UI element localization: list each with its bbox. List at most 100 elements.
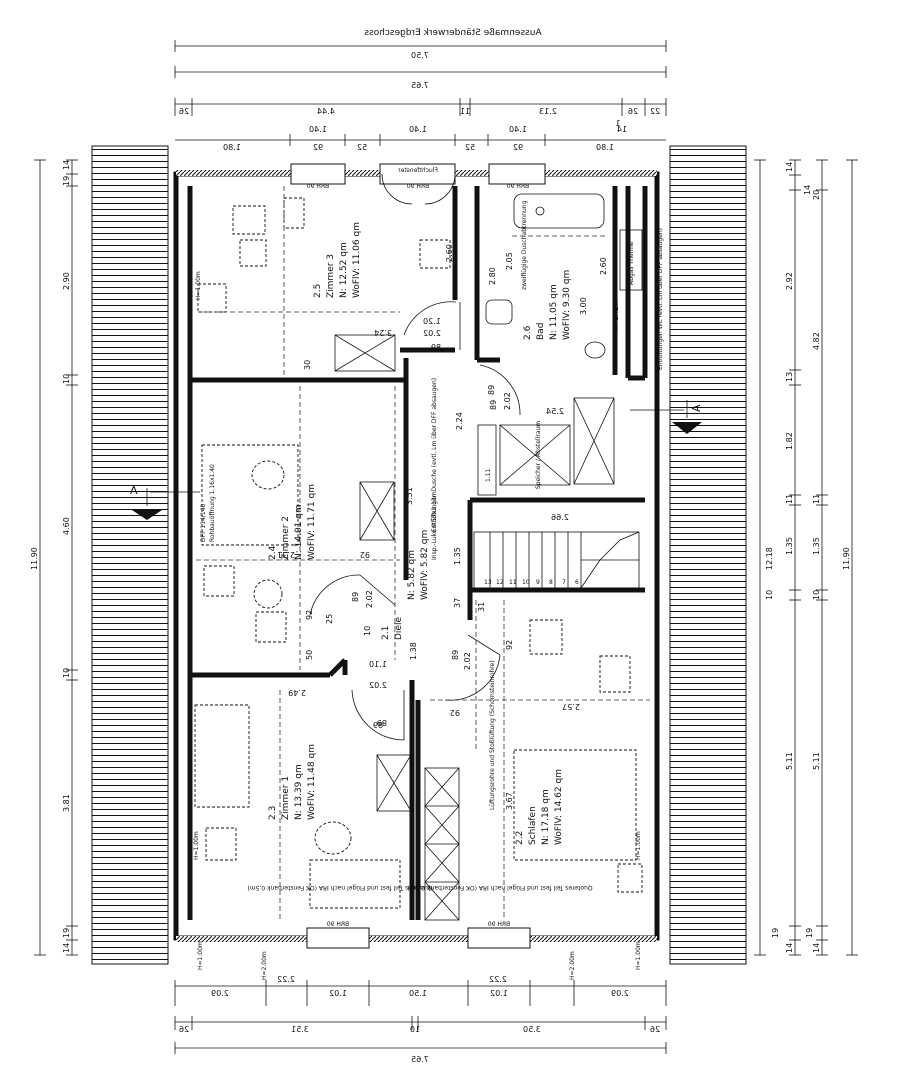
svg-text:14: 14 bbox=[617, 125, 627, 134]
svg-text:N: 5.82 qm: N: 5.82 qm bbox=[407, 550, 417, 600]
svg-text:26: 26 bbox=[628, 107, 638, 116]
svg-text:Bad: Bad bbox=[536, 323, 546, 340]
svg-text:2.02: 2.02 bbox=[369, 681, 387, 690]
svg-text:1.80: 1.80 bbox=[223, 143, 241, 152]
right-dims: 12.18 14 14 2.92 13 1.82 11 1.35 10 5.11… bbox=[754, 159, 858, 956]
svg-text:89: 89 bbox=[373, 721, 383, 730]
svg-text:2.57: 2.57 bbox=[562, 702, 580, 711]
svg-text:14: 14 bbox=[785, 162, 794, 172]
roof-window-bad bbox=[573, 397, 615, 485]
svg-text:92: 92 bbox=[305, 610, 314, 620]
svg-text:92: 92 bbox=[360, 550, 370, 559]
svg-text:13: 13 bbox=[484, 579, 492, 586]
svg-text:5.11: 5.11 bbox=[812, 752, 821, 770]
roof-window-schlafen bbox=[424, 767, 460, 921]
roof-right bbox=[669, 145, 747, 965]
svg-text:10: 10 bbox=[363, 626, 372, 636]
svg-text:1.02: 1.02 bbox=[490, 989, 508, 998]
svg-text:A: A bbox=[690, 404, 703, 412]
svg-text:2.4: 2.4 bbox=[268, 545, 278, 560]
room-diele: 2.1 Diele N: 5.82 qm WoFlV: 5.82 qm 1.10… bbox=[369, 491, 486, 730]
svg-text:89: 89 bbox=[489, 400, 498, 410]
svg-text:9: 9 bbox=[536, 579, 540, 586]
svg-text:Lüftungsrohre und Stoßlüftung: Lüftungsrohre und Stoßlüftung (Schornste… bbox=[489, 660, 496, 810]
svg-text:DFF 114/140: DFF 114/140 bbox=[200, 503, 207, 542]
svg-text:92: 92 bbox=[505, 640, 514, 650]
svg-text:1.82: 1.82 bbox=[785, 432, 794, 450]
svg-text:7: 7 bbox=[562, 579, 566, 586]
svg-text:2.60: 2.60 bbox=[445, 244, 454, 262]
svg-text:1.38: 1.38 bbox=[409, 642, 418, 660]
roof-left bbox=[91, 145, 169, 965]
svg-text:3.00: 3.00 bbox=[579, 297, 588, 315]
svg-text:11.90: 11.90 bbox=[842, 547, 851, 570]
svg-text:19: 19 bbox=[771, 928, 780, 938]
svg-text:2.49: 2.49 bbox=[288, 688, 306, 697]
svg-text:N: 13.39 qm: N: 13.39 qm bbox=[294, 764, 304, 820]
room-zimmer2: 2.4 Zimmer 2 N: 14.01 qm WoFlV: 11.71 qm… bbox=[195, 271, 414, 660]
svg-text:10: 10 bbox=[765, 590, 774, 600]
svg-text:2.24: 2.24 bbox=[455, 412, 464, 430]
door-swings bbox=[309, 173, 521, 741]
svg-text:H=2.00m: H=2.00m bbox=[569, 951, 576, 980]
svg-text:1.50: 1.50 bbox=[409, 989, 427, 998]
svg-text:H=1.00m: H=1.00m bbox=[195, 271, 202, 300]
svg-text:10: 10 bbox=[410, 1025, 420, 1034]
header-title: Aussenmaße Ständerwerk Erdgeschoss bbox=[364, 28, 542, 38]
svg-text:10: 10 bbox=[62, 668, 71, 678]
svg-text:H=1.00m: H=1.00m bbox=[193, 831, 200, 860]
svg-text:4.44: 4.44 bbox=[317, 107, 335, 116]
svg-text:Zimmer 1: Zimmer 1 bbox=[281, 776, 291, 820]
room-zimmer1: 2.3 Zimmer 1 N: 13.39 qm WoFlV: 11.48 qm… bbox=[193, 688, 387, 860]
svg-text:2.2: 2.2 bbox=[515, 831, 525, 845]
svg-text:H=1.00m: H=1.00m bbox=[635, 831, 642, 860]
svg-text:2.13: 2.13 bbox=[539, 107, 557, 116]
svg-text:2.09: 2.09 bbox=[211, 989, 229, 998]
svg-text:H=1.42m: H=1.42m bbox=[613, 301, 620, 330]
svg-text:19: 19 bbox=[805, 928, 814, 938]
svg-text:22: 22 bbox=[650, 107, 660, 116]
svg-text:3.50: 3.50 bbox=[523, 1025, 541, 1034]
bottom-dim-row1: 2.09 1.02 2.22 1.50 2.22 1.02 2.09 bbox=[174, 975, 667, 1006]
svg-text:Entlüftungen WC (evtl. Lm über: Entlüftungen WC (evtl. Lm über DFF absau… bbox=[657, 228, 664, 370]
svg-text:WoFlV: 9.30 qm: WoFlV: 9.30 qm bbox=[562, 270, 572, 340]
svg-text:2.6: 2.6 bbox=[523, 325, 533, 340]
svg-text:1.10: 1.10 bbox=[369, 660, 387, 669]
svg-text:30: 30 bbox=[303, 360, 312, 370]
svg-text:Abgas Therme: Abgas Therme bbox=[628, 241, 635, 285]
roof-window-zimmer2 bbox=[359, 481, 395, 541]
svg-text:25: 25 bbox=[325, 614, 334, 624]
svg-text:31: 31 bbox=[477, 602, 486, 612]
svg-text:1.35: 1.35 bbox=[785, 537, 794, 555]
window-bottom-right: BRH 90 bbox=[467, 921, 531, 949]
svg-text:37: 37 bbox=[453, 598, 462, 608]
svg-text:8: 8 bbox=[549, 579, 553, 586]
stair: 13 12 11 10 9 8 7 6 2.66 bbox=[473, 513, 640, 589]
svg-text:2.1: 2.1 bbox=[381, 626, 391, 640]
svg-text:11: 11 bbox=[812, 494, 821, 504]
svg-text:52: 52 bbox=[357, 143, 367, 152]
svg-text:2.09: 2.09 bbox=[611, 989, 629, 998]
room-schlafen: 2.2 Schlafen N: 17.18 qm WoFlV: 14.62 qm… bbox=[450, 640, 642, 860]
svg-text:WoFlV: 14.62 qm: WoFlV: 14.62 qm bbox=[554, 769, 564, 845]
furniture bbox=[194, 186, 650, 920]
svg-text:H=1.00m: H=1.00m bbox=[635, 941, 642, 970]
bottom-dim-row2: 26 3.51 10 3.50 26 bbox=[174, 1016, 667, 1034]
svg-text:2.02: 2.02 bbox=[423, 329, 441, 338]
svg-text:Quoteres Teil fest und Flügel: Quoteres Teil fest und Flügel nach IRA (… bbox=[247, 884, 432, 891]
svg-text:10: 10 bbox=[62, 374, 71, 384]
svg-text:H=2.00m: H=2.00m bbox=[261, 951, 268, 980]
svg-text:89: 89 bbox=[351, 592, 360, 602]
window-top-middle: Fluchtfenster BRH 90 bbox=[379, 163, 456, 190]
window-top-right: BRH 90 bbox=[488, 163, 546, 190]
storage-box: Speicher / Abstellraum 1.11 Entlüftungen… bbox=[431, 378, 571, 532]
svg-text:12.18: 12.18 bbox=[765, 547, 774, 570]
svg-text:2.22: 2.22 bbox=[489, 975, 507, 984]
svg-text:14: 14 bbox=[812, 943, 821, 953]
svg-text:WoFlV: 11.48 qm: WoFlV: 11.48 qm bbox=[307, 744, 317, 820]
svg-text:5.11: 5.11 bbox=[785, 752, 794, 770]
svg-text:50: 50 bbox=[305, 650, 314, 660]
roof-window-zimmer3 bbox=[334, 334, 396, 372]
svg-text:14: 14 bbox=[62, 943, 71, 953]
svg-text:11: 11 bbox=[460, 107, 470, 116]
